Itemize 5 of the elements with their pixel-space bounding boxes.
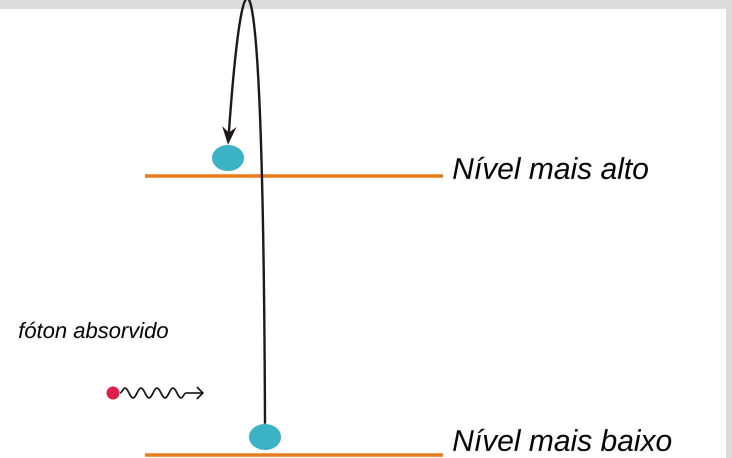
label: fóton absorvido xyxy=(18,322,168,338)
label: Nível mais baixo xyxy=(453,428,672,452)
electron xyxy=(249,424,281,450)
label: Nível mais alto xyxy=(453,156,648,180)
electron xyxy=(212,145,244,171)
